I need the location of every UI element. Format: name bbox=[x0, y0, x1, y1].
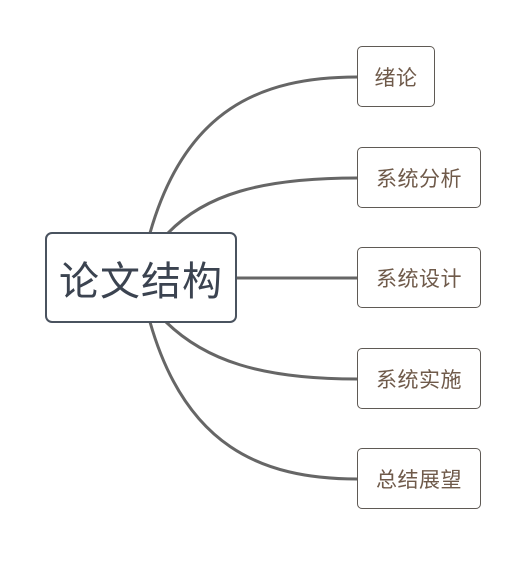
subtopic-label: 系统实施 bbox=[376, 367, 462, 392]
subtopic-label: 系统设计 bbox=[376, 266, 462, 291]
connector-root-to-child-1 bbox=[148, 75, 358, 234]
subtopic-node-system-analysis[interactable]: 系统分析 bbox=[357, 147, 481, 208]
subtopic-label: 绪论 bbox=[374, 65, 418, 90]
connector-root-to-child-2 bbox=[166, 176, 358, 235]
root-topic-node[interactable]: 论文结构 bbox=[45, 232, 237, 323]
subtopic-node-summary-outlook[interactable]: 总结展望 bbox=[357, 448, 481, 509]
subtopic-node-system-implementation[interactable]: 系统实施 bbox=[357, 348, 481, 409]
subtopic-node-system-design[interactable]: 系统设计 bbox=[357, 247, 481, 308]
root-topic-label: 论文结构 bbox=[59, 258, 223, 305]
subtopic-node-introduction[interactable]: 绪论 bbox=[357, 46, 435, 107]
connector-root-to-child-5 bbox=[148, 321, 358, 481]
subtopic-label: 系统分析 bbox=[376, 166, 462, 191]
subtopic-label: 总结展望 bbox=[376, 467, 462, 492]
connector-root-to-child-4 bbox=[164, 320, 358, 381]
